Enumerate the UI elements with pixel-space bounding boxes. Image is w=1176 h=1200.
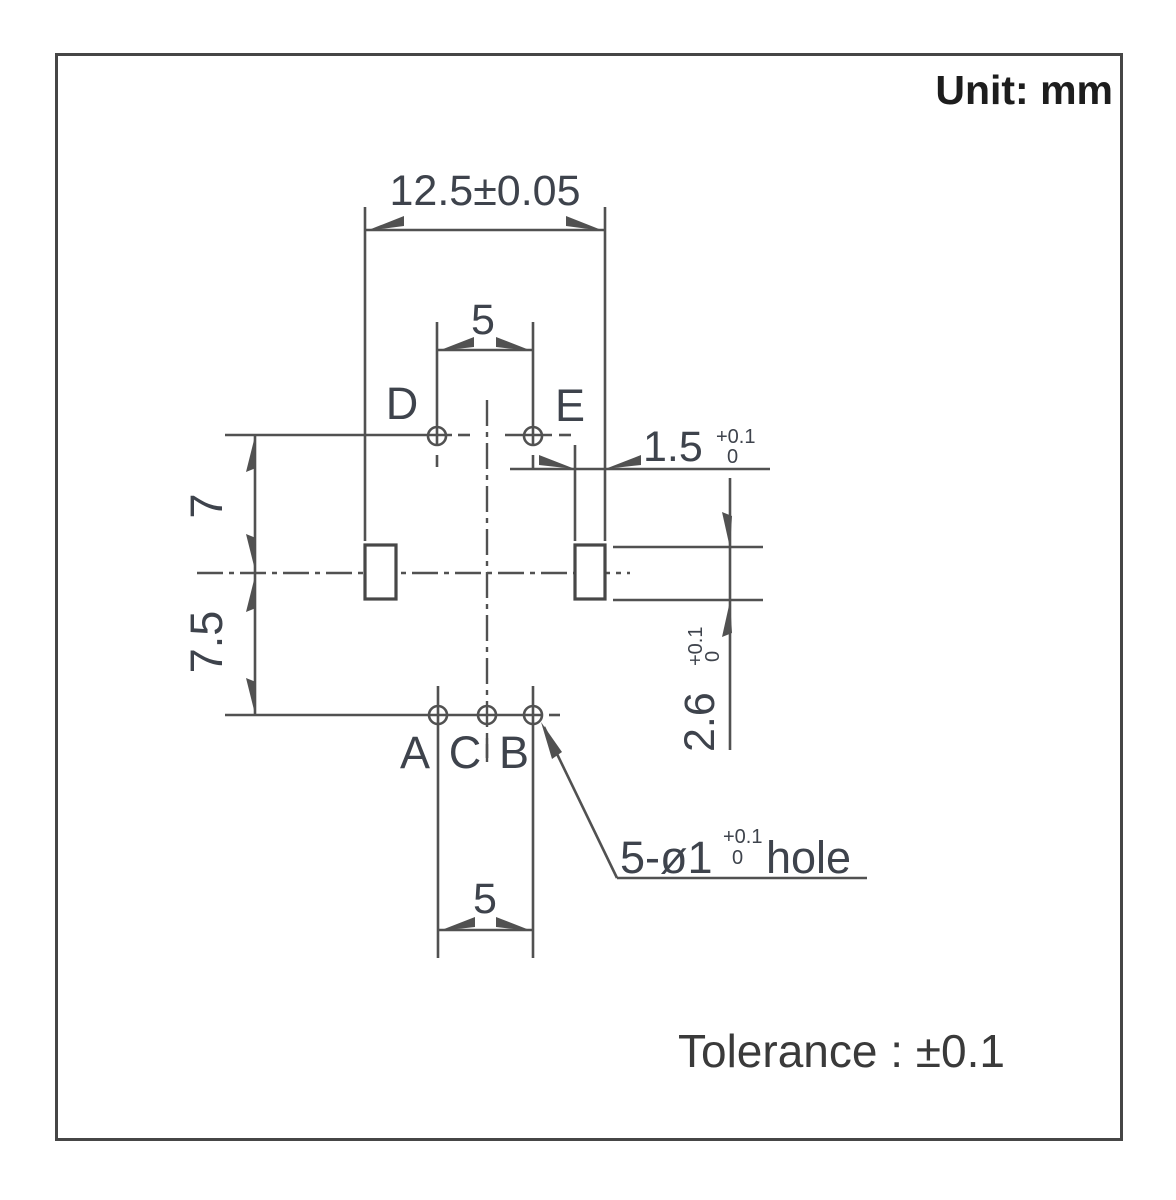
dim-upper-span: 7 [181,493,232,518]
mounting-pads [363,543,607,601]
centerlines [197,400,630,762]
drawing-border [55,53,1123,1141]
dim-overall-width: 12.5±0.05 [390,167,581,215]
dim-pad-height: 2.6 [676,692,724,752]
hole-d [426,425,448,447]
right-pad [573,543,607,601]
hole-spec-suffix: hole [766,832,851,883]
dim-top-pitch: 5 [471,296,495,344]
hole-label-e: E [555,380,585,431]
left-pad [363,543,398,601]
unit-label: Unit: mm [935,67,1113,113]
hole-label-a: A [400,727,430,778]
dim-pad-height-tol-minus: 0 [702,651,724,662]
hole-c [476,704,498,726]
dim-pad-height-tol-plus: +0.1 [685,627,707,666]
tolerance-note: Tolerance : ±0.1 [678,1025,1005,1077]
hole-label-c: C [449,727,482,778]
reference-lines [225,433,571,758]
hole-spec-prefix: 5-ø1 [620,832,713,883]
hole-e [522,425,544,447]
hole-a [427,704,449,726]
terminal-holes [426,425,544,726]
dim-bottom-pitch: 5 [473,875,497,923]
dimension-arrows [246,216,732,931]
hole-label-b: B [499,727,529,778]
hole-b [522,704,544,726]
dim-pad-width-tol-minus: 0 [727,446,738,468]
dimension-lines [253,207,770,958]
dim-pad-width: 1.5 [643,423,703,471]
dim-pad-width-tol-plus: +0.1 [716,426,755,448]
dim-lower-span: 7.5 [181,611,232,674]
hole-spec-tol-plus: +0.1 [723,826,762,848]
hole-label-d: D [386,378,419,429]
hole-spec-tol-minus: 0 [732,847,743,869]
hole-spec-leader [541,722,867,880]
